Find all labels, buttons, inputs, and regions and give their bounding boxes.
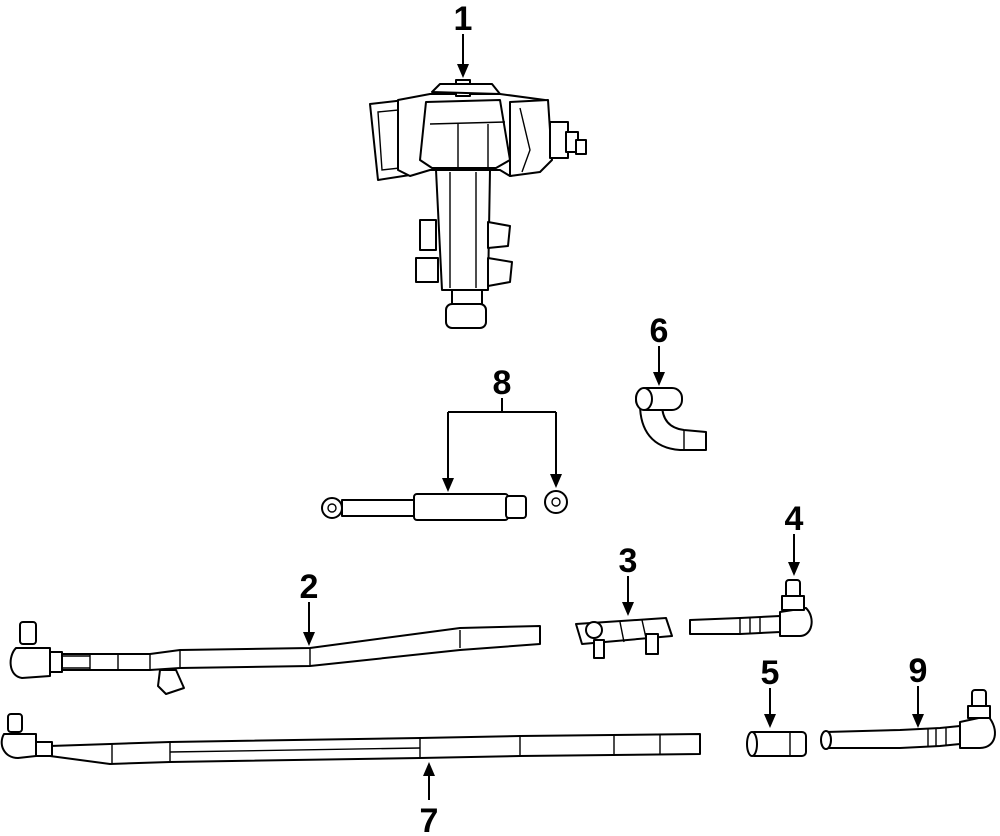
part-3-adjuster <box>575 617 673 659</box>
callout-6: 6 <box>650 312 669 350</box>
part-4-tie-rod-end <box>689 579 813 637</box>
part-5-sleeve <box>746 731 807 757</box>
part-8-steering-damper <box>321 490 568 521</box>
part-6-fitting <box>635 387 707 451</box>
callout-8: 8 <box>493 364 512 402</box>
callout-7: 7 <box>420 802 439 836</box>
callout-2: 2 <box>300 568 319 606</box>
part-steering-gear <box>369 79 587 329</box>
callout-9: 9 <box>909 652 928 690</box>
callout-leaders <box>303 34 924 800</box>
callout-4: 4 <box>785 500 804 538</box>
callout-5: 5 <box>761 654 780 692</box>
callout-labels: 1 2 3 4 5 6 7 8 9 <box>300 0 928 836</box>
part-2-drag-link <box>9 621 541 695</box>
part-9-tie-rod-end <box>820 689 996 750</box>
callout-1: 1 <box>454 0 473 38</box>
part-7-tie-rod <box>0 713 701 765</box>
callout-3: 3 <box>619 542 638 580</box>
